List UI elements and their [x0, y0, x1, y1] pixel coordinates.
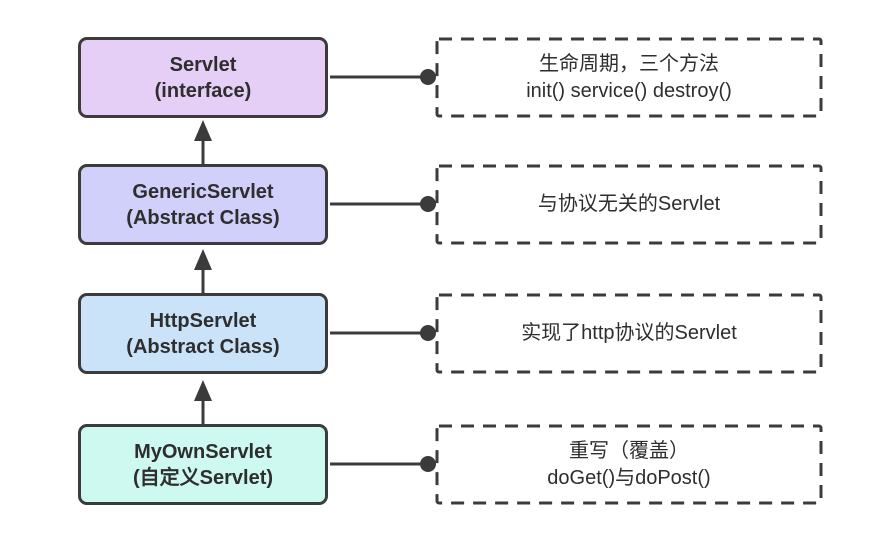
class-name: GenericServlet: [132, 180, 274, 203]
note-box-servlet: 生命周期，三个方法 init() service() destroy(): [435, 37, 823, 118]
class-box-servlet: Servlet (interface): [78, 37, 328, 118]
class-row: HttpServlet (Abstract Class) 实现了http协议的S…: [0, 293, 887, 374]
class-name: MyOwnServlet: [134, 440, 272, 463]
class-row: GenericServlet (Abstract Class) 与协议无关的Se…: [0, 164, 887, 245]
note-line: 与协议无关的Servlet: [537, 193, 721, 215]
class-row: MyOwnServlet (自定义Servlet) 重写（覆盖） doGet()…: [0, 424, 887, 505]
class-kind: (Abstract Class): [126, 335, 280, 358]
inheritance-arrow: [194, 380, 212, 424]
class-kind: (自定义Servlet): [132, 466, 274, 489]
class-kind: (interface): [154, 79, 252, 102]
note-line: 生命周期，三个方法: [539, 52, 719, 75]
class-box-myownservlet: MyOwnServlet (自定义Servlet): [78, 424, 328, 505]
note-line: init() service() destroy(): [526, 79, 732, 102]
inheritance-arrow: [194, 120, 212, 164]
note-box-genericservlet: 与协议无关的Servlet: [435, 164, 823, 245]
class-name: Servlet: [169, 53, 237, 76]
class-box-genericservlet: GenericServlet (Abstract Class): [78, 164, 328, 245]
note-box-httpservlet: 实现了http协议的Servlet: [435, 293, 823, 374]
class-box-httpservlet: HttpServlet (Abstract Class): [78, 293, 328, 374]
class-name: HttpServlet: [149, 309, 257, 332]
class-row: Servlet (interface) 生命周期，三个方法 init() ser…: [0, 37, 887, 118]
note-box-myownservlet: 重写（覆盖） doGet()与doPost(): [435, 424, 823, 505]
inheritance-arrow: [194, 249, 212, 293]
class-kind: (Abstract Class): [126, 206, 280, 229]
note-line: 实现了http协议的Servlet: [521, 322, 737, 344]
note-line: 重写（覆盖）: [569, 439, 689, 462]
note-line: doGet()与doPost(): [547, 466, 711, 489]
